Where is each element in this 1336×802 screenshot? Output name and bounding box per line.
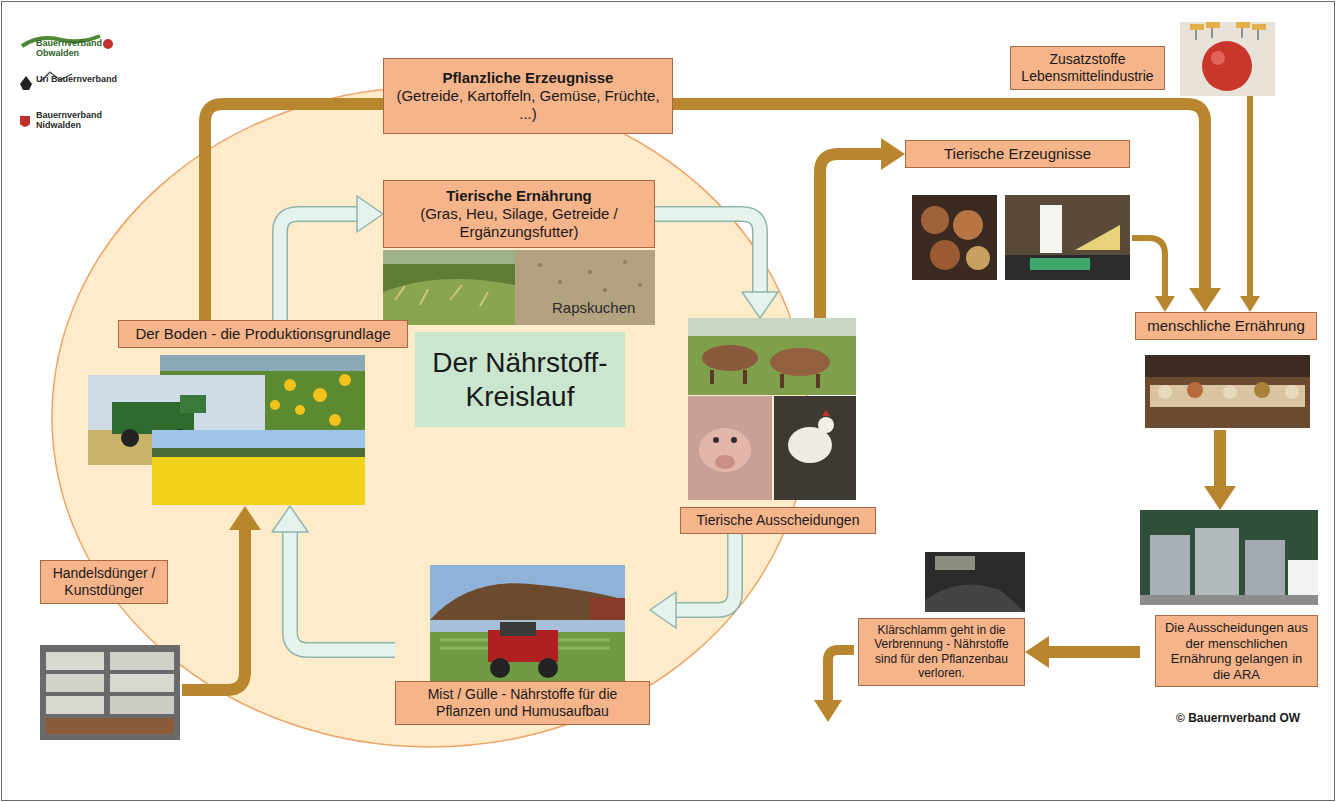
arrow-line [655,214,760,292]
copyright-note: © Bauernverband OW [1176,712,1326,726]
photo-space [1135,340,1317,430]
flow-arrow [820,138,905,318]
arrow-head [650,592,676,628]
box-label: Tierische Erzeugnisse [905,140,1130,168]
photo-space [1140,510,1318,615]
buffet-photo [1145,355,1310,428]
flow-arrow [655,214,778,318]
arrow-line [182,530,245,690]
manure-spreading-photo [430,565,625,620]
arrow-head [881,138,905,170]
fertilizer-photo [40,645,180,740]
dairy-photo [1005,195,1130,280]
apple-photo [1180,22,1275,96]
manure-box: Mist / Gülle - Nährstoffe für die Pflanz… [395,565,650,725]
treatment-plant-photo [1140,510,1318,605]
arrow-head [1189,288,1221,312]
arrow-line [290,532,395,650]
photo-caption: Rapskuchen [552,299,652,316]
box-heading: Pflanzliche Erzeugnisse [394,69,662,87]
flow-arrow [205,104,383,320]
flow-arrow [182,506,261,690]
box-body: (Getreide, Kartoffeln, Gemüse, Früchte, … [394,87,662,123]
box-label: Handelsdünger / Kunstdünger [40,560,168,604]
sausage-photo [912,195,997,280]
product-box: Pflanzliche Erzeugnisse(Getreide, Kartof… [383,58,673,134]
photo-space [40,604,182,736]
arrow-line [1049,646,1140,658]
nutrition-box: menschliche Ernährung [1135,312,1317,430]
arrow-outline [655,214,760,292]
arrow-head [1025,636,1049,668]
flow-arrow [650,534,735,628]
chicken-photo [774,396,856,500]
soil-box: Der Boden - die Produktionsgrundlage [88,320,408,506]
photo-space [858,552,1025,618]
flow-arrow [280,196,383,320]
logo-text: Bauernverband Obwalden [36,38,146,59]
box-heading: Tierische Ernährung [394,187,644,205]
arrow-head [1155,296,1175,312]
box-label: Tierische Ausscheidungen [680,507,876,534]
sludge-box: Klärschlamm geht in die Verbrennung - Nä… [858,552,1025,686]
photo-space [1010,22,1275,46]
box-label: Der Boden - die Produktionsgrundlage [118,320,408,348]
additive-box: Zusatzstoffe Lebensmittelindustrie [1010,22,1275,96]
tractor-photo [430,620,625,681]
box-label: Mist / Gülle - Nährstoffe für die Pflanz… [395,681,650,725]
box-body: (Gras, Heu, Silage, Getreide / Ergänzung… [394,205,644,241]
flow-arrow [1240,96,1260,312]
excretion-box: Tierische Ausscheidungen [680,318,876,534]
hay-photo [383,250,515,325]
flow-arrow [272,506,395,650]
title-box: Der Nährstoff- Kreislauf [415,332,625,427]
photo-space [680,318,876,507]
rapeseed-cake-photo [515,250,655,325]
arrow-head [272,506,308,532]
arrow-outline [280,214,357,320]
arrow-head [229,506,261,530]
arrow-line [676,534,735,610]
treatment-box: Die Ausscheidungen aus der menschlichen … [1140,510,1318,687]
arrow-line [205,104,383,320]
arrow-head [1204,486,1236,510]
photo-space [395,565,650,681]
arrow-head [742,292,778,318]
sludge-photo [925,552,1025,612]
logo-text: Bauernverband Nidwalden [36,110,146,131]
animal-product-box: Tierische Erzeugnisse [905,140,1132,282]
rapeseed-field-photo [152,430,365,505]
logo-text: Uri Bauernverband [36,74,146,84]
photo-space [905,168,1132,282]
cow-photo [688,318,856,395]
pig-photo [688,396,772,500]
photo-space [88,348,408,506]
arrow-head [1240,296,1260,312]
flow-arrow [1025,636,1140,668]
fertilizer-box: Handelsdünger / Kunstdünger [40,560,182,736]
arrow-line [1132,238,1165,296]
loss-arrow [814,650,854,722]
box-label: Die Ausscheidungen aus der menschlichen … [1155,615,1318,687]
flow-arrow [1204,430,1236,510]
box-label: Klärschlamm geht in die Verbrennung - Nä… [858,618,1025,686]
feed-box: Tierische Ernährung(Gras, Heu, Silage, G… [383,180,655,248]
arrow-line [280,214,357,320]
box-label: menschliche Ernährung [1135,312,1317,340]
box-heading: Der Nährstoff- Kreislauf [425,346,615,413]
arrow-head [357,196,383,232]
box-label: Zusatzstoffe Lebensmittelindustrie [1010,46,1165,90]
arrow-outline [290,532,395,650]
flow-arrow [1132,238,1175,312]
arrow-line [1247,96,1253,296]
arrow-line [1214,430,1226,486]
arrow-outline [676,534,735,610]
arrow-line [820,154,881,318]
